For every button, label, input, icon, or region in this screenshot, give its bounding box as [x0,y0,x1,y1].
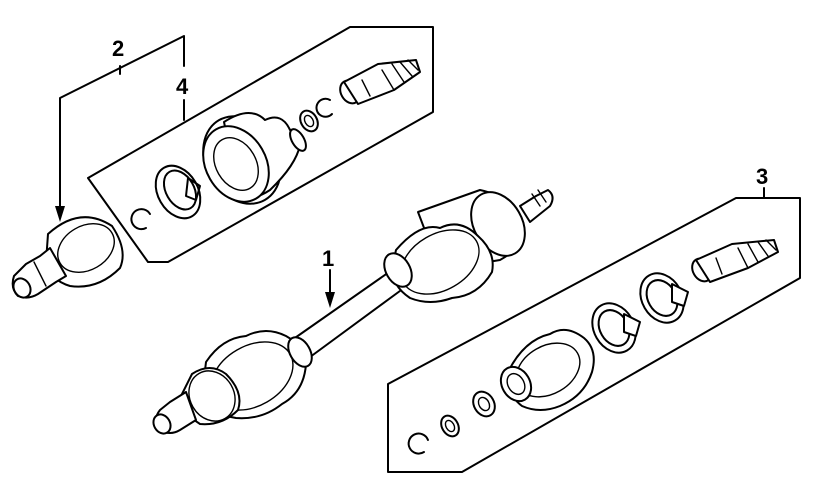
cv-boot-icon [499,328,595,411]
outer-cv-joint-icon [11,216,124,299]
drive-axle-assembly-icon [152,189,554,435]
grease-tube-icon [339,59,421,105]
callout-2-label: 2 [112,36,124,61]
inner-boot-kit-icon [387,197,801,473]
cv-boot-icon [202,112,307,205]
callout-3-label: 3 [756,164,768,189]
callout-leader-1 [325,269,335,308]
snap-ring-icon [130,208,151,231]
callout-bracket-2 [55,35,185,222]
grease-tube-icon [691,239,779,283]
callout-1-label: 1 [322,246,334,271]
callout-4-label: 4 [176,74,189,99]
boot-clamp-icon [591,302,641,354]
boot-clamp-icon [639,272,689,324]
outer-boot-kit-icon [87,26,434,263]
boot-clamp-icon [154,164,202,220]
